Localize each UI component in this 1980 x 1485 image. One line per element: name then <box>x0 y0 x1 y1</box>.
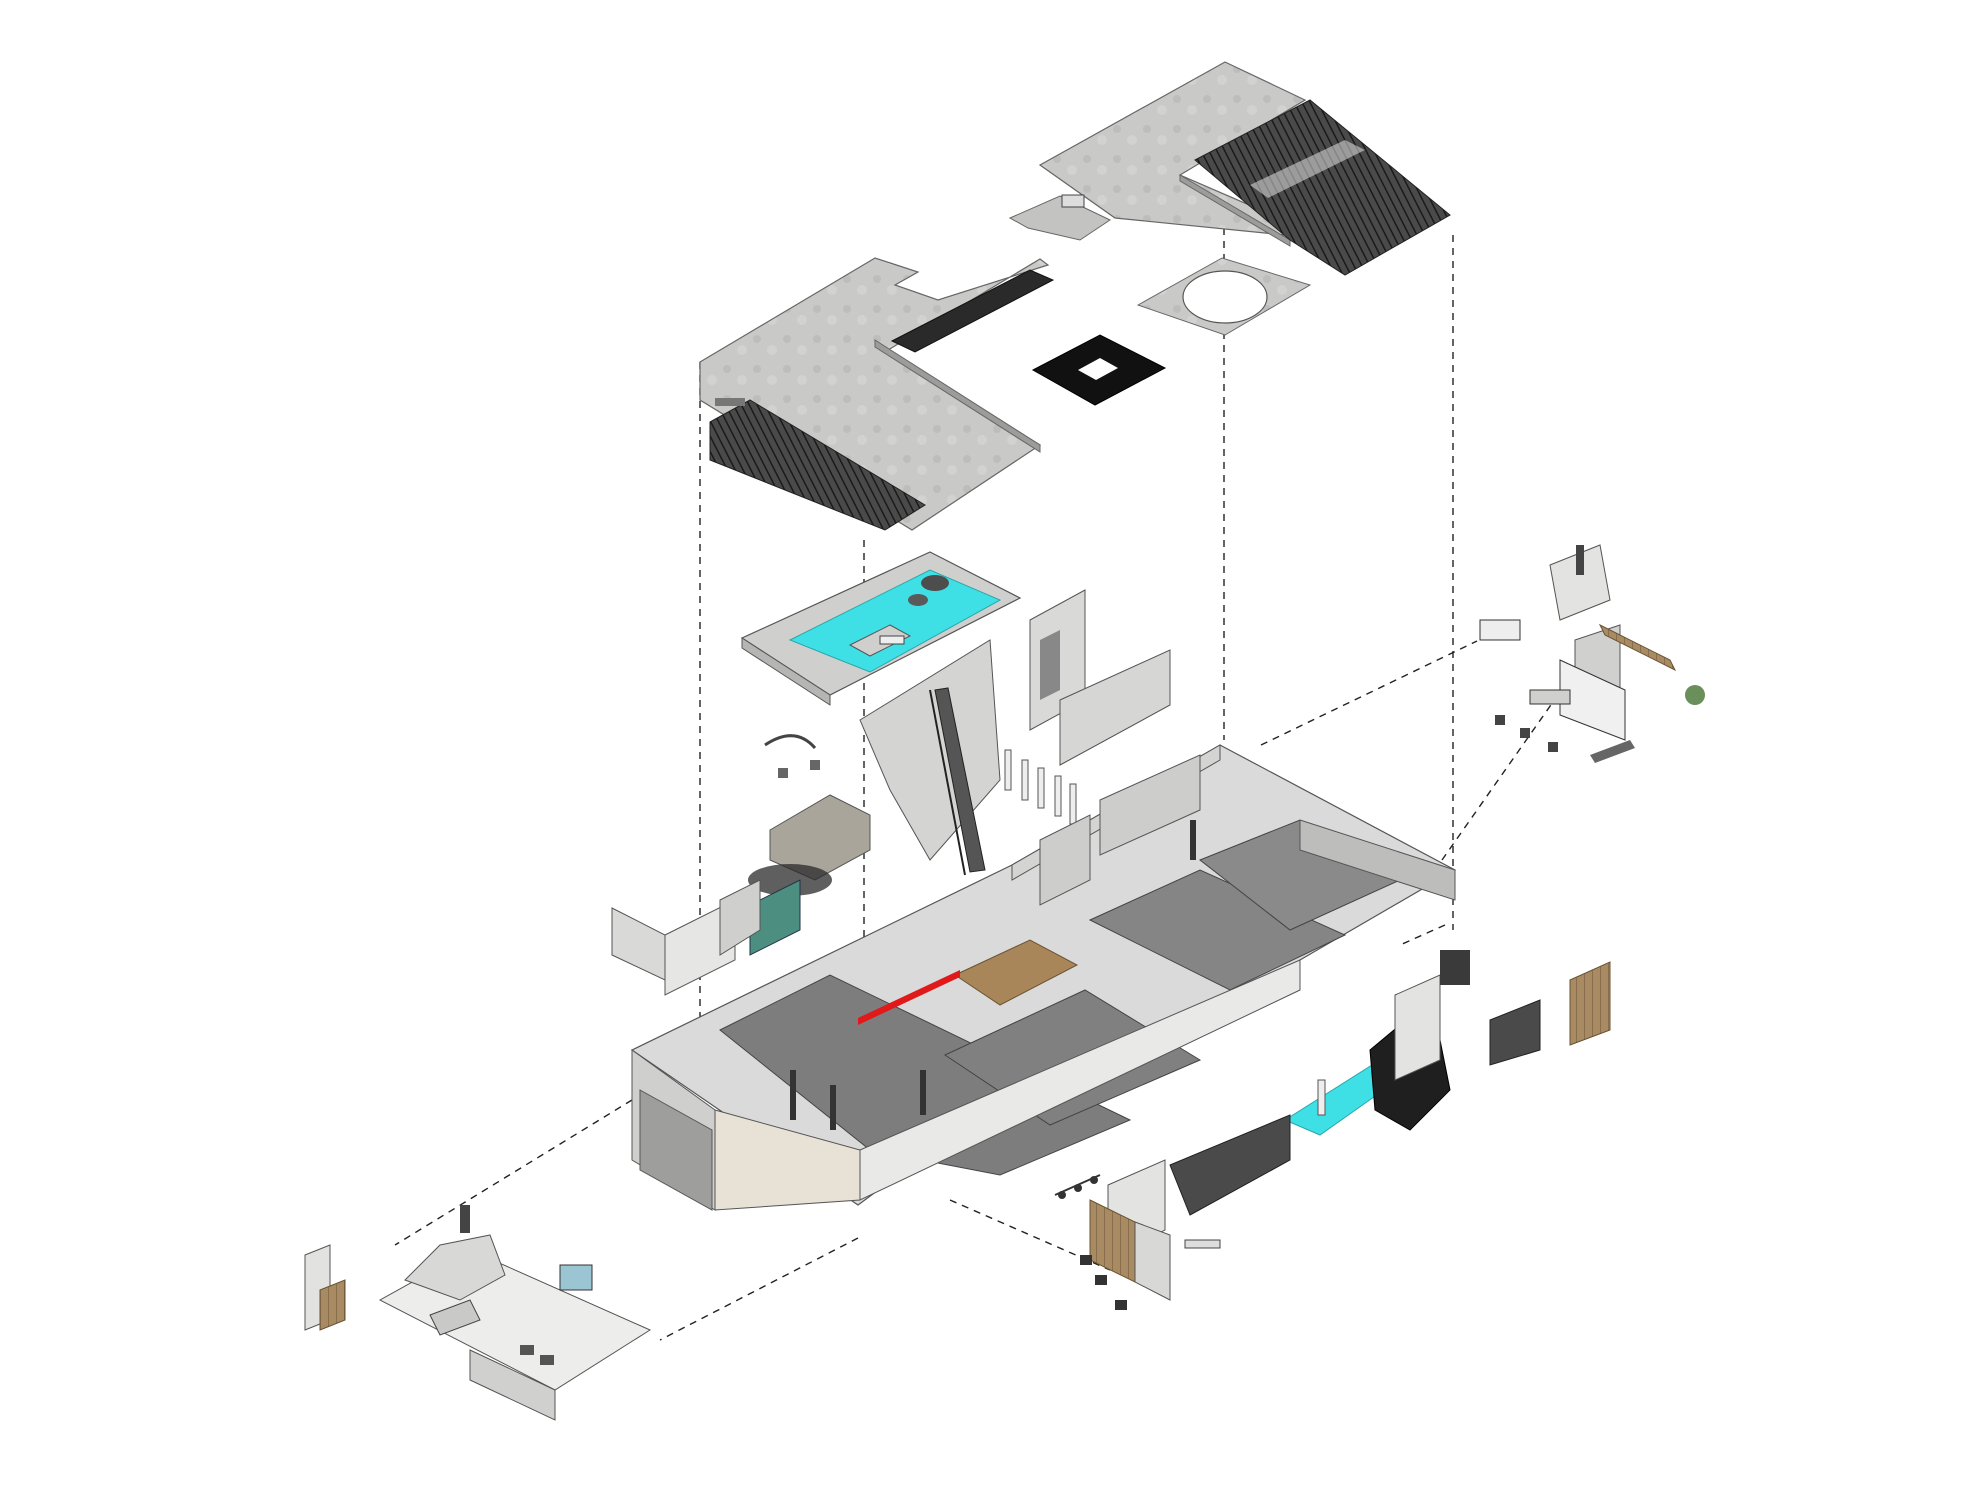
staircase <box>859 639 1001 876</box>
pool-rock <box>908 594 928 606</box>
circular-opening <box>1182 270 1268 324</box>
leader-line <box>1399 924 1446 946</box>
roof-edge-detail <box>715 398 745 406</box>
wall-door-frame <box>1040 630 1060 700</box>
columns <box>1004 749 1077 825</box>
wood-slat-wall <box>1569 961 1611 1046</box>
plan-front-wall-dark <box>639 1089 713 1211</box>
wall-panel <box>719 879 761 956</box>
upper-roof-slab <box>1008 61 1451 276</box>
roof-slab-edge <box>874 339 1041 453</box>
light-fixture <box>1074 1184 1082 1192</box>
column <box>1004 749 1012 791</box>
reception-desk <box>429 1299 481 1336</box>
plan-column <box>1190 820 1196 860</box>
leader-line <box>659 1237 859 1341</box>
lounge-chair <box>520 1345 534 1355</box>
office-desk <box>1529 689 1571 705</box>
hatch-frame <box>1061 194 1085 208</box>
plan-column <box>790 1070 796 1120</box>
rooftop-pool <box>740 551 1022 706</box>
scattered-pebbles <box>748 864 832 896</box>
office-bench <box>1590 740 1635 763</box>
pool-side-wall <box>741 637 831 706</box>
plan-window-band <box>1299 819 1456 901</box>
rock-wall <box>1169 1114 1291 1216</box>
reception-door <box>460 1205 470 1233</box>
glass-screen <box>749 879 801 956</box>
wall-panel <box>611 907 666 981</box>
garden-gate <box>1489 999 1541 1066</box>
small-slab-step <box>1008 195 1112 241</box>
small-chair <box>778 768 788 778</box>
meeting-chair <box>1115 1300 1127 1310</box>
plan-red-accent <box>858 970 960 1025</box>
office-counter <box>1598 623 1677 672</box>
leader-line <box>394 1099 633 1246</box>
wall-panel <box>664 899 736 996</box>
roof-slot-grating <box>890 269 1055 353</box>
glass-panel <box>559 1264 593 1291</box>
plant <box>1685 685 1705 705</box>
courtyard-walls <box>1029 589 1171 766</box>
pool-water <box>788 569 1002 673</box>
plan-wood-floor <box>953 939 1079 1006</box>
skylight-frame <box>1031 334 1167 406</box>
light-fixture <box>1090 1176 1098 1184</box>
upper-slab-edge <box>1179 174 1291 247</box>
meeting-chair <box>1095 1275 1107 1285</box>
meeting-bench <box>1184 1239 1221 1249</box>
meeting-chair <box>1080 1255 1092 1265</box>
column <box>1037 767 1045 809</box>
small-chair <box>810 760 820 770</box>
door-frame <box>1576 545 1584 575</box>
plan-room-block <box>1099 754 1201 856</box>
plan-right-wall <box>859 959 1301 1201</box>
leader-line <box>1441 634 1601 861</box>
meeting-cluster <box>1054 1159 1221 1310</box>
plan-room-block <box>1039 814 1091 906</box>
stair-wall <box>859 639 1001 861</box>
office-chair <box>1495 715 1505 725</box>
sofa <box>769 794 871 881</box>
plan-floor-dark <box>1088 869 1347 991</box>
reception-curved-wall <box>404 1234 506 1301</box>
roof-slab <box>699 257 1055 531</box>
plan-column <box>920 1070 926 1115</box>
pool-bench <box>879 635 905 645</box>
column <box>1021 759 1029 801</box>
upper-slab-grating-light <box>1250 140 1365 198</box>
office-panel <box>1479 619 1521 641</box>
office-chair <box>1520 728 1530 738</box>
detached-wall <box>611 879 761 996</box>
circular-opening-slab <box>1136 257 1312 336</box>
office-furniture-cluster <box>1479 544 1705 763</box>
lounge-chair <box>540 1355 554 1365</box>
meeting-wall <box>1134 1221 1171 1301</box>
skylight-inner <box>1078 358 1118 380</box>
bollard <box>1317 1079 1326 1116</box>
garden-panel <box>1440 950 1470 985</box>
leader-line <box>1260 640 1478 746</box>
office-chair <box>1548 742 1558 752</box>
sofa-lounge <box>748 734 871 956</box>
light-fixture <box>1058 1191 1066 1199</box>
stair-rail <box>929 689 966 876</box>
wall-panel <box>1059 649 1171 766</box>
stair-flight <box>934 687 986 873</box>
column <box>1069 783 1077 825</box>
reception-cluster <box>304 1205 652 1421</box>
ground-floor-plan <box>630 744 1457 1211</box>
garden-wall <box>1394 974 1441 1081</box>
column <box>1054 775 1062 817</box>
wood-panel <box>319 1279 346 1331</box>
garden-water-feature <box>1169 950 1611 1216</box>
curved-bench <box>764 734 817 750</box>
reception-outer-wall <box>469 1349 556 1421</box>
upper-slab-grating <box>1194 99 1451 276</box>
plan-column <box>830 1085 836 1130</box>
pool-rock <box>921 575 949 591</box>
